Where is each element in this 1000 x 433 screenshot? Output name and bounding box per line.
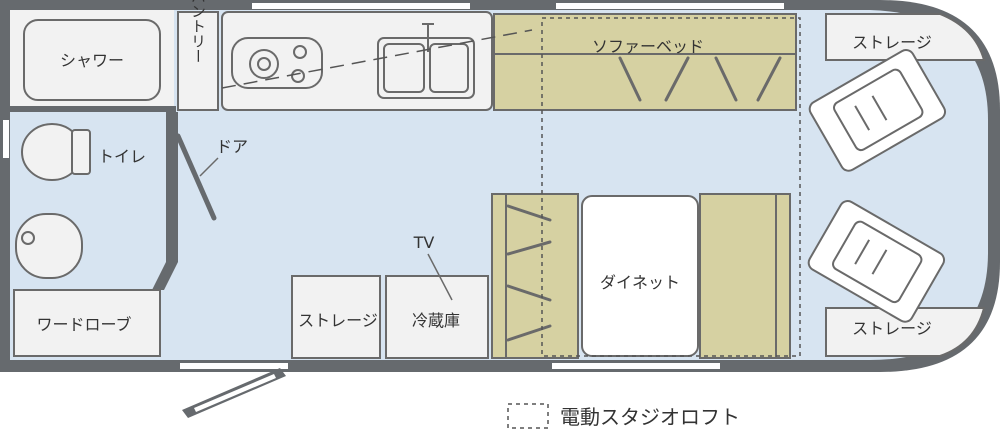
wardrobe-cabinet xyxy=(13,289,161,357)
pantry-cabinet xyxy=(177,11,219,111)
counter-dash-line xyxy=(221,29,533,89)
dinette-bench-left-back xyxy=(491,193,507,359)
front-storage-top xyxy=(825,13,986,61)
storage-label: ストレージ xyxy=(298,311,378,330)
legend-loft-label: 電動スタジオロフト xyxy=(560,405,740,429)
windows xyxy=(3,3,784,369)
sofa-bed-backrest xyxy=(493,13,797,55)
front-storage-bottom xyxy=(825,307,986,357)
cab-seat-bottom xyxy=(807,200,946,323)
bath-wall-angled xyxy=(152,262,178,290)
shower-label: シャワー xyxy=(60,51,124,70)
sink-icon xyxy=(377,23,475,99)
fridge-label: 冷蔵庫 xyxy=(412,311,460,330)
toilet-label: トイレ xyxy=(98,147,146,166)
bath-wall-vertical xyxy=(166,112,178,262)
entry-door-icon xyxy=(182,368,286,418)
fridge-cabinet xyxy=(385,275,489,359)
storage-cabinet xyxy=(291,275,381,359)
pantry-label: パントリー xyxy=(189,0,207,64)
sofa-bed-label: ソファーベッド xyxy=(592,37,704,56)
shower-tray xyxy=(23,19,161,101)
dinette-bench-legs xyxy=(506,204,552,342)
storage-bottom-right-label: ストレージ xyxy=(852,319,932,338)
dinette-bench-right-back xyxy=(775,193,791,359)
cab-seat-top xyxy=(808,49,947,172)
sofa-bed-legs xyxy=(618,56,782,102)
legend-dashed-box-icon xyxy=(507,403,549,429)
toilet-icon xyxy=(21,123,91,181)
wardrobe-label: ワードローブ xyxy=(36,315,131,334)
storage-top-label: ストレージ xyxy=(852,33,932,52)
bath-wall-horizontal xyxy=(10,106,176,112)
basin-icon xyxy=(15,213,83,279)
dinette-label: ダイネット xyxy=(600,273,680,292)
tv-label-leader xyxy=(427,253,453,301)
tv-label: TV xyxy=(413,233,435,252)
stove-icon xyxy=(231,37,323,89)
kitchen-counter xyxy=(221,11,493,111)
door-label: ドア xyxy=(216,137,248,156)
door-label-leader xyxy=(199,157,219,177)
bathroom-door-icon xyxy=(175,133,217,221)
loft-outline xyxy=(541,17,801,357)
